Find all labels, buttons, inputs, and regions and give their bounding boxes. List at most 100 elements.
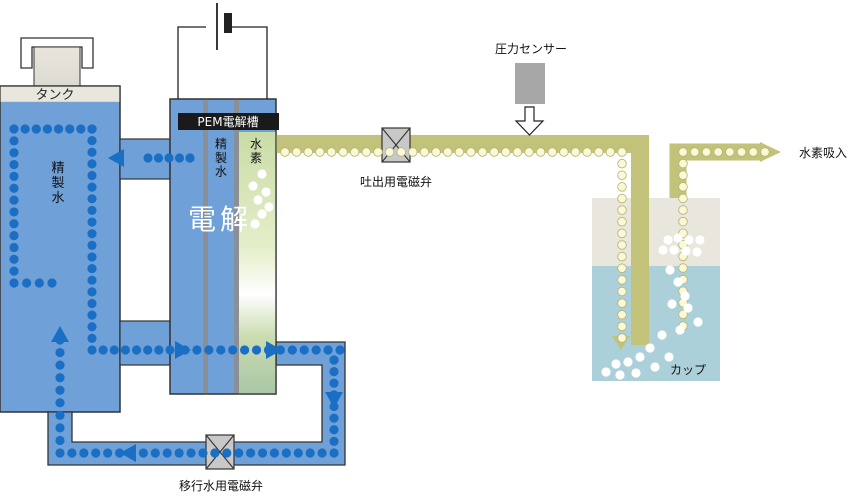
hydrogen-delivery-pipe [276, 135, 649, 345]
gas-dot [466, 147, 476, 157]
hydrogen-bubble [261, 187, 271, 197]
water-dot [9, 148, 19, 158]
hydrogen-bubble [673, 233, 683, 243]
water-dot [210, 448, 220, 458]
gas-dot [678, 158, 688, 169]
water-dot [9, 242, 19, 253]
gas-dot [617, 158, 627, 169]
gas-dot [725, 147, 735, 157]
water-dot [317, 448, 327, 458]
water-dot [165, 345, 175, 355]
water-dot [87, 333, 97, 343]
gas-dot [524, 147, 534, 157]
water-dot [55, 347, 65, 358]
water-dot [87, 275, 97, 285]
water-dot [67, 448, 77, 458]
tank-neck [33, 46, 81, 88]
gas-dot [396, 147, 406, 157]
hydrogen-suction-label: 水素吸入 [799, 146, 847, 160]
gas-dot [547, 147, 557, 157]
water-dot [120, 345, 131, 355]
electrolysis-label: 電解 [188, 203, 252, 236]
gas-dot [570, 147, 581, 157]
water-dot [34, 278, 44, 288]
hydrogen-bubble [693, 317, 703, 327]
membrane-right [234, 99, 239, 394]
tank-headspace [0, 86, 120, 102]
gas-dot [617, 217, 627, 227]
water-dot [55, 398, 65, 408]
water-dot [31, 124, 41, 134]
pem-cell: PEM電解槽 精製水 水素 電解 [169, 98, 279, 395]
water-dot [335, 345, 345, 355]
water-dot [153, 153, 164, 163]
water-dot [234, 448, 244, 458]
water-dot [87, 229, 97, 239]
gas-dot [350, 147, 360, 157]
gas-dot [617, 182, 627, 192]
water-dot [198, 448, 208, 458]
water-dot [9, 219, 19, 229]
flow-arrow-left [108, 149, 124, 167]
gas-dot [559, 147, 569, 157]
water-dot [79, 448, 89, 458]
gas-dot [489, 147, 499, 157]
power-wire-right [232, 26, 268, 99]
water-dot [87, 240, 97, 250]
flow-arrows [51, 149, 343, 462]
water-dot [91, 448, 101, 458]
water-dot [9, 207, 19, 217]
gas-dot [326, 147, 337, 157]
water-dot [216, 345, 226, 355]
water-dot [143, 345, 153, 355]
water-dot [329, 413, 339, 423]
water-dot [329, 367, 339, 377]
water-dot [114, 448, 125, 458]
gas-dot [582, 147, 592, 157]
supply-pipe [119, 320, 171, 366]
hydrogen-bubble [264, 202, 274, 212]
power-supply [177, 3, 268, 99]
discharge-valve[interactable]: 吐出用電磁弁 [360, 127, 432, 189]
hydrogen-bubble [695, 235, 705, 245]
water-dot [154, 345, 164, 355]
membrane-left [203, 99, 208, 394]
gas-dot [384, 147, 395, 157]
pressure-sensor-arrow [514, 106, 545, 136]
transfer-valve-label: 移行水用電磁弁 [179, 478, 263, 493]
water-dot [87, 252, 97, 262]
hydrogen-bubbles [248, 169, 705, 380]
gas-dot [501, 147, 511, 157]
hydrogen-bubble [658, 245, 668, 255]
water-dot [55, 360, 65, 370]
gas-dot [419, 147, 430, 157]
flow-arrow-left [120, 444, 136, 462]
hydrogen-bubble [665, 265, 675, 275]
flow-arrow-right [266, 341, 282, 359]
gas-dot [678, 309, 688, 320]
pem-cell-tag [178, 113, 279, 130]
cell-purified-water-label: 精製水 [215, 137, 227, 179]
water-dot [87, 205, 97, 216]
power-wire-left [177, 26, 206, 99]
tank-cap [20, 37, 94, 69]
water-dot [109, 345, 119, 355]
gas-dot [617, 193, 627, 204]
water-dot [164, 153, 174, 163]
flow-arrow-right [175, 341, 191, 359]
gas-dot [760, 147, 770, 157]
water-dot [240, 345, 250, 355]
water-dot [329, 425, 339, 435]
water-dot [9, 266, 19, 276]
hydrogen-bubble [257, 169, 267, 179]
gas-dot [617, 263, 627, 273]
hydrogen-flow-dots [280, 147, 770, 343]
gas-dot [617, 205, 627, 215]
pressure-sensor-body [515, 63, 545, 104]
water-dot [87, 136, 97, 146]
gas-dot [594, 147, 604, 157]
gas-dot [408, 147, 418, 157]
water-dot [281, 448, 291, 458]
water-dot [87, 298, 97, 309]
